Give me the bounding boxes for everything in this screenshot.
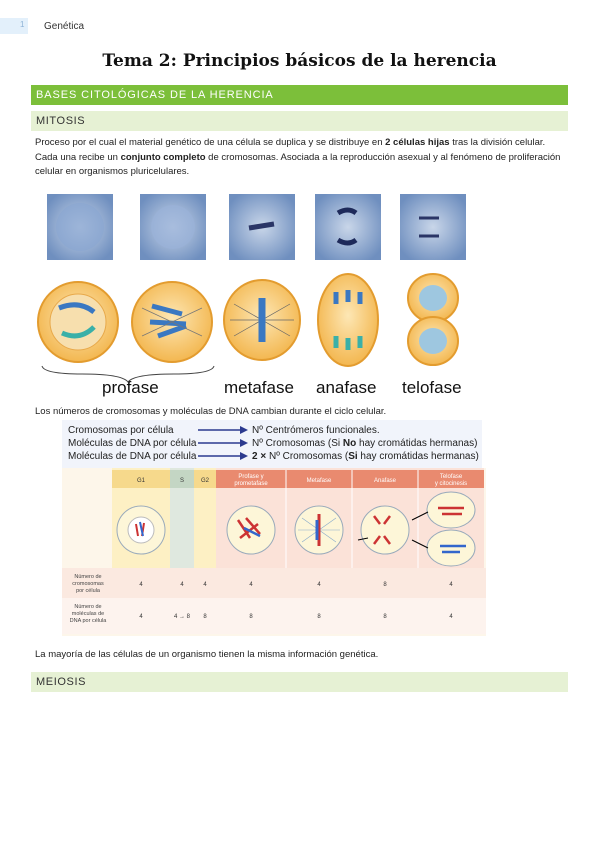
svg-text:Nº Centrómeros funcionales.: Nº Centrómeros funcionales.	[252, 425, 380, 436]
section-header-label: BASES CITOLÓGICAS DE LA HERENCIA	[36, 89, 274, 101]
phase-telofase-2: y citocinesis	[435, 481, 467, 487]
phase-s: S	[180, 478, 184, 484]
chromosome-paragraph: Los números de cromosomas y moléculas de…	[35, 406, 387, 417]
label-profase: profase	[102, 378, 159, 397]
text-run: tras la división celular. Cada una recib…	[35, 137, 546, 163]
row1-values: 4 4 4 4 4 8 4	[139, 582, 453, 588]
row2-values: 4 4 → 8 8 8 8 8 4	[139, 614, 453, 620]
row2-anafase: 8	[383, 614, 387, 620]
phase-profase-2: prometafase	[234, 481, 268, 487]
chromosome-dna-legend: Cromosomas por célula Moléculas de DNA p…	[62, 420, 482, 468]
svg-text:2 × Nº Cromosomas (Si hay crom: 2 × Nº Cromosomas (Si hay cromátidas her…	[252, 451, 479, 462]
legend-right-2c: hay cromátidas hermanas)	[356, 438, 477, 449]
row1-telofase: 4	[449, 582, 453, 588]
legend-right-1: Nº Centrómeros funcionales.	[252, 425, 380, 436]
cell-cycle-table: G1 S G2 Profase y prometafase Metafase A…	[62, 468, 486, 636]
phase-g2: G2	[201, 478, 210, 484]
row1-s: 4	[180, 582, 184, 588]
micrograph-row	[47, 194, 466, 260]
row2-g2: 8	[203, 614, 207, 620]
label-anafase: anafase	[316, 378, 377, 397]
row2-label-3: DNA por célula	[70, 618, 108, 624]
svg-text:Nº Cromosomas (Si No hay cromá: Nº Cromosomas (Si No hay cromátidas herm…	[252, 438, 477, 449]
bold-run: 2 células hijas	[385, 137, 450, 148]
subsection-header-meiosis: MEIOSIS	[31, 672, 568, 692]
label-telofase: telofase	[402, 378, 462, 397]
row1-anafase: 8	[383, 582, 387, 588]
row1-profase: 4	[249, 582, 253, 588]
row2-s: 4 → 8	[174, 614, 191, 620]
row2-telofase: 4	[449, 614, 453, 620]
legend-left-3: Moléculas de DNA por célula	[68, 451, 197, 462]
row1-metafase: 4	[317, 582, 321, 588]
legend-right-3d: hay cromátidas hermanas)	[358, 451, 479, 462]
phase-profase-1: Profase y	[238, 474, 263, 480]
legend-right-3b: Nº Cromosomas (	[266, 451, 349, 462]
genetic-info-paragraph: La mayoría de las células de un organism…	[35, 649, 379, 660]
micrograph-4	[315, 194, 381, 260]
label-metafase: metafase	[224, 378, 294, 397]
section-header: BASES CITOLÓGICAS DE LA HERENCIA	[31, 85, 568, 105]
micrograph-5	[400, 194, 466, 260]
phase-g1: G1	[137, 478, 146, 484]
row1-label-1: Número de	[74, 574, 101, 580]
legend-left-2: Moléculas de DNA por célula	[68, 438, 197, 449]
row2-label-2: moléculas de	[72, 611, 104, 617]
legend-arrows	[198, 426, 248, 460]
row2-profase: 8	[249, 614, 253, 620]
cell-drawings	[37, 273, 459, 367]
mitosis-phases-figure: profase metafase anafase telofase	[37, 194, 466, 397]
mitosis-paragraph: Proceso por el cual el material genético…	[35, 136, 565, 180]
cycle-cell-drawings	[116, 491, 476, 567]
legend-right-2b: No	[343, 438, 356, 449]
row2-g1: 4	[139, 614, 143, 620]
col-g2	[194, 468, 216, 568]
phase-telofase-1: Telofase	[440, 474, 463, 480]
row2-label-1: Número de	[74, 604, 101, 610]
page-title: Tema 2: Principios básicos de la herenci…	[102, 51, 497, 71]
legend-right-3c: Si	[348, 451, 358, 462]
phase-anafase: Anafase	[374, 478, 397, 484]
subsection-label-meiosis: MEIOSIS	[36, 676, 87, 688]
row2-metafase: 8	[317, 614, 321, 620]
bold-run: conjunto completo	[120, 151, 206, 163]
text-run: de cromosomas. Asociada a la reproducció…	[35, 151, 561, 178]
subsection-label-mitosis: MITOSIS	[36, 115, 86, 127]
row1-g1: 4	[139, 582, 143, 588]
row1-label-3: por célula	[76, 588, 101, 594]
legend-left-1: Cromosomas por célula	[68, 425, 174, 436]
phase-metafase: Metafase	[307, 478, 332, 484]
profase-bracket	[41, 365, 215, 383]
legend-right-3a: 2 ×	[252, 451, 266, 462]
row1-g2: 4	[203, 582, 207, 588]
cell-anafase	[317, 273, 379, 367]
subsection-header-mitosis: MITOSIS	[31, 111, 568, 131]
page-number: 1	[20, 20, 25, 29]
row1-label-2: cromosomas	[72, 581, 104, 587]
text-run: Proceso por el cual el material genético…	[35, 137, 386, 148]
legend-right-2a: Nº Cromosomas (Si	[252, 438, 343, 449]
page-number-marker	[0, 18, 28, 34]
running-header: Genética	[44, 21, 85, 32]
